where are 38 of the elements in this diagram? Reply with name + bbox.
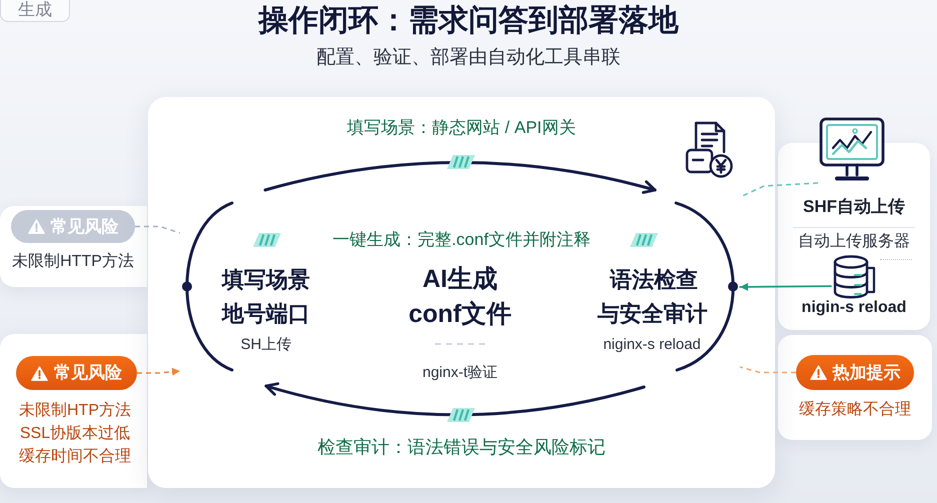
badge-label: 常见风险 bbox=[50, 216, 118, 238]
warning-badge bbox=[16, 356, 137, 390]
subtitle: 配置、验证、部署由自动化工具串联 bbox=[316, 46, 620, 70]
info-card bbox=[0, 206, 147, 287]
stage-note: niginx-s reload bbox=[603, 335, 701, 355]
badge-label: 热加提示 bbox=[832, 362, 900, 384]
flow-caption: 一键生成：完整.conf文件并附注释 bbox=[332, 229, 590, 251]
stage-title: 语法检查与安全审计 bbox=[597, 266, 708, 328]
info-card bbox=[778, 143, 930, 330]
warning-badge bbox=[11, 210, 135, 243]
tip-text: 缓存策略不合理 bbox=[799, 400, 911, 420]
info-card bbox=[778, 335, 932, 440]
risk-text: 未限制HTP方法 bbox=[19, 400, 131, 421]
risk-text: SSL协版本过低 bbox=[20, 424, 130, 444]
stage-title: AI生成conf文件 bbox=[408, 264, 512, 330]
card-text: 自动上传服务器 bbox=[798, 232, 910, 252]
dashed-arrow bbox=[137, 368, 180, 376]
card-title: nigin-s reload bbox=[802, 298, 906, 318]
database-icon bbox=[831, 255, 877, 300]
faded-button: 生成 bbox=[0, 0, 70, 22]
title: 操作闭环：需求问答到部署落地 bbox=[258, 3, 678, 39]
badge-label: 常见风险 bbox=[54, 362, 122, 384]
cycle-arrow bbox=[264, 161, 656, 194]
stage-note: nginx-t验证 bbox=[422, 363, 498, 383]
risk-text: 缓存时间不合理 bbox=[19, 446, 131, 467]
cycle-arrow bbox=[264, 382, 646, 416]
risk-text: 未限制HTTP方法 bbox=[12, 252, 134, 272]
leader-line bbox=[740, 366, 796, 374]
stage-note: SH上传 bbox=[240, 335, 292, 355]
stage-title: 填写场景地号端口 bbox=[220, 266, 311, 328]
leader-line bbox=[135, 226, 180, 234]
info-card bbox=[0, 334, 147, 488]
flow-caption: 检查审计：语法错误与安全风险标记 bbox=[318, 436, 606, 459]
monitor-icon bbox=[818, 117, 886, 183]
card-title: SHF自动上传 bbox=[803, 196, 905, 218]
warning-badge bbox=[796, 355, 914, 390]
flow-caption: 填写场景：静态网站 / API网关 bbox=[347, 117, 576, 139]
arrow bbox=[739, 282, 832, 291]
